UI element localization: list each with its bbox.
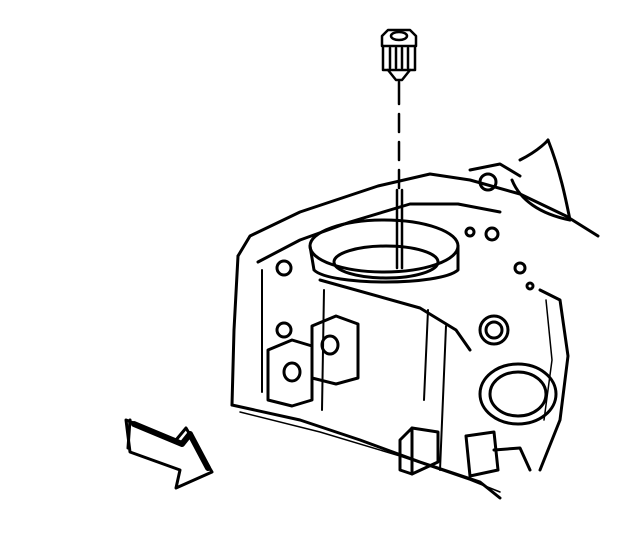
housing <box>230 138 600 500</box>
tube <box>395 80 404 270</box>
fitting <box>380 28 418 82</box>
direction-arrow <box>124 418 214 490</box>
